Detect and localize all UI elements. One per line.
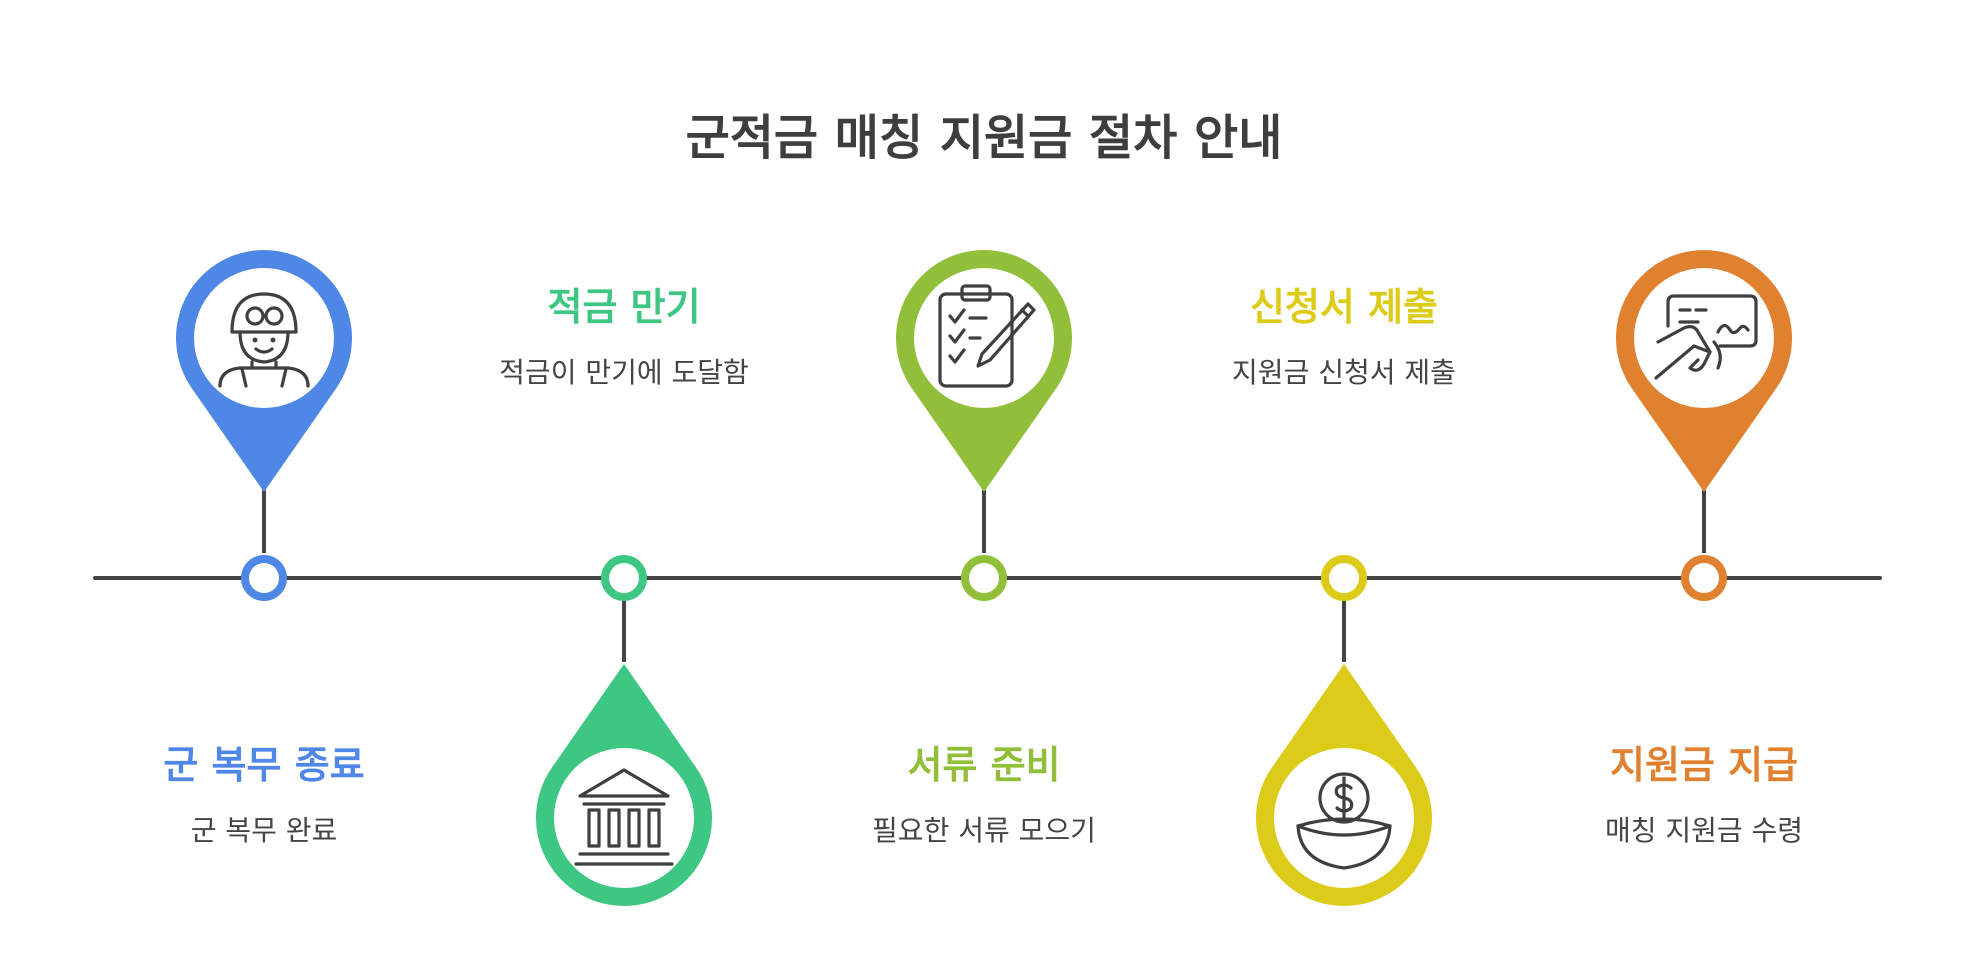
step-description: 매칭 지원금 수령 [1604,814,1804,847]
diagram-title: 군적금 매칭 지원금 절차 안내 [685,110,1283,166]
step-marker [175,250,352,601]
timeline-node [241,555,287,601]
step-title: 군 복무 종료 [163,743,365,787]
step-description: 적금이 만기에 도달함 [499,356,749,389]
bank-icon [574,768,674,866]
step-marker [896,250,1072,601]
markers-layer [175,249,1792,906]
step-marker [536,555,712,906]
step-label-savings-maturity: 적금 만기 적금이 만기에 도달함 [444,284,804,390]
step-title: 지원금 지급 [1609,743,1799,787]
step-label-military-service-end: 군 복무 종료 군 복무 완료 [84,742,444,848]
step-marker [1256,555,1432,906]
card-signing-icon [1654,294,1758,380]
pin-inner-circle [194,268,334,408]
step-marker [1615,249,1792,601]
coin-bowl-icon [1296,772,1392,870]
step-title: 서류 준비 [907,743,1061,787]
pin-inner-circle [914,268,1054,408]
step-label-grant-payment: 지원금 지급 매칭 지원금 수령 [1524,742,1884,848]
timeline-node [1321,555,1367,601]
step-description: 지원금 신청서 제출 [1232,356,1456,389]
step-label-application-submission: 신청서 제출 지원금 신청서 제출 [1164,284,1524,390]
clipboard-pen-icon [938,284,1036,388]
step-description: 필요한 서류 모으기 [872,814,1096,847]
timeline-node [961,555,1007,601]
pin-inner-circle [1634,268,1774,408]
timeline-node [1681,555,1727,601]
step-title: 신청서 제출 [1249,285,1439,329]
step-title: 적금 만기 [547,285,701,329]
step-label-document-preparation: 서류 준비 필요한 서류 모으기 [804,742,1164,848]
timeline-node [601,555,647,601]
step-description: 군 복무 완료 [190,814,338,847]
soldier-icon [218,292,310,388]
